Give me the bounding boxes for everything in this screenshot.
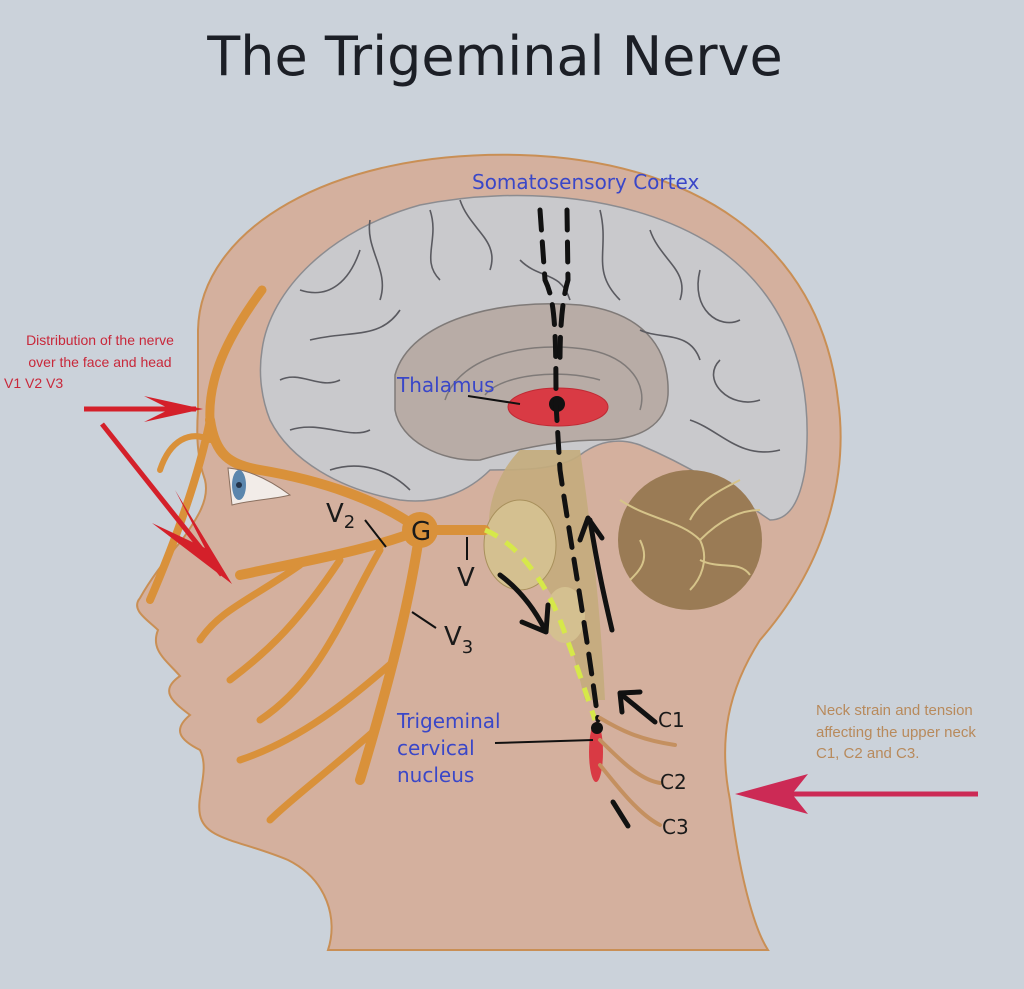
label-v3: V3 [444, 622, 473, 658]
inner-fold-2 [484, 373, 601, 396]
label-c1: C1 [658, 708, 685, 732]
note-neck-strain-line1: Neck strain and tension [816, 702, 973, 719]
leader-lines [364, 395, 594, 744]
label-ganglion: G [411, 517, 431, 547]
corpus-callosum [394, 302, 669, 461]
label-v: V [457, 563, 475, 593]
ascending-pathways [537, 207, 601, 723]
eye [227, 467, 292, 506]
label-thalamus: Thalamus [396, 373, 495, 397]
pathway-arrows [497, 515, 658, 829]
note-face-distribution-line2: over the face and head [28, 354, 171, 370]
cerebellum [618, 470, 762, 610]
trigeminal-pathway-yellow [484, 527, 598, 721]
label-c2: C2 [660, 770, 687, 794]
medulla [545, 587, 585, 643]
red-arrow-forehead [84, 396, 203, 422]
note-face-distribution-line1: Distribution of the nerve [26, 332, 174, 348]
label-v2: V2 [326, 499, 355, 533]
brain-gyri [279, 199, 781, 491]
red-arrow-face [100, 422, 232, 584]
note-neck-strain-line2: affecting the upper neck [816, 724, 976, 741]
inner-fold [444, 346, 643, 411]
cervical-nerve-roots [598, 716, 677, 827]
cerebellum-arbor [619, 479, 761, 591]
label-trigeminal-cervical-nucleus-line1: Trigeminal [396, 709, 501, 733]
diagram-title: The Trigeminal Nerve [206, 25, 782, 88]
pons [483, 499, 557, 591]
note-face-distribution-line3: V1 V2 V3 [4, 375, 63, 391]
label-somatosensory-cortex: Somatosensory Cortex [472, 170, 699, 194]
note-neck-strain-line3: C1, C2 and C3. [816, 745, 919, 762]
label-trigeminal-cervical-nucleus-line3: nucleus [397, 763, 474, 787]
crimson-arrow-neck [735, 774, 978, 814]
label-trigeminal-cervical-nucleus-line2: cervical [397, 736, 475, 760]
nucleus-synapse-dot [591, 722, 603, 734]
trigeminal-ganglion [402, 512, 438, 548]
label-c3: C3 [662, 815, 689, 839]
